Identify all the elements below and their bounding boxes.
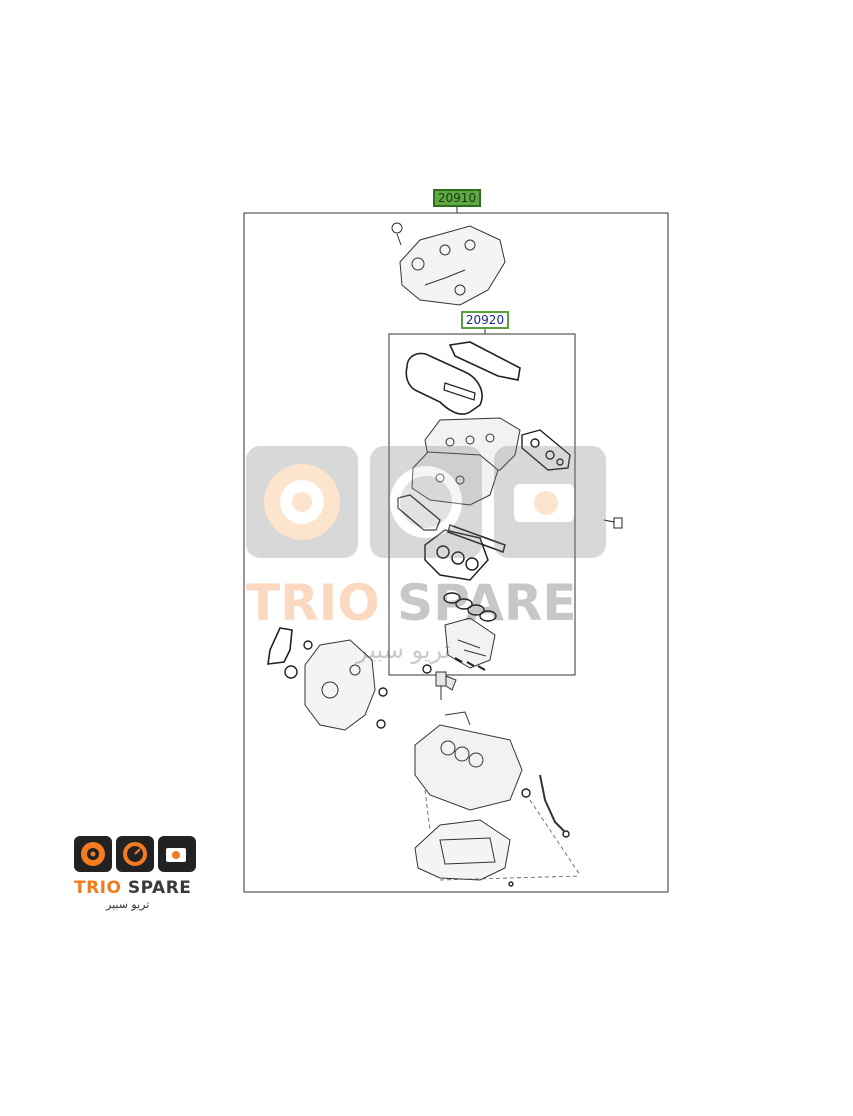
intake-manifold-part (444, 617, 496, 669)
cylinder-head-part (411, 417, 521, 506)
logo-brand: TRIO SPARE (74, 878, 191, 898)
small-seals (284, 640, 570, 887)
head-gaskets (424, 524, 506, 581)
diagram-inner-frame (388, 333, 576, 676)
oil-pan-part (414, 819, 511, 881)
oil-control-valve-part (435, 671, 457, 700)
logo-brand-secondary: SPARE (127, 878, 192, 898)
logo-brand-primary: TRIO (74, 878, 122, 898)
engine-block-part (414, 711, 523, 811)
watermark: TRIO SPARE تريو سبير (246, 446, 608, 666)
callout-20920[interactable]: 20920 (461, 311, 509, 329)
intake-manifold-gaskets (443, 592, 497, 622)
exhaust-gaskets (397, 429, 571, 531)
watermark-brand: TRIO SPARE (246, 574, 608, 632)
diagram-outer-frame (243, 212, 669, 893)
brand-logo: TRIO SPARE تريو سبير (74, 836, 198, 912)
watermark-brand-secondary: SPARE (397, 574, 577, 632)
watermark-brand-primary: TRIO (246, 574, 380, 632)
timing-cover-part (304, 639, 376, 731)
seal-markers (454, 517, 623, 671)
logo-arabic: تريو سبير (106, 898, 150, 911)
watermark-arabic: تريو سبير (356, 636, 451, 664)
callout-20910[interactable]: 20910 (433, 189, 481, 207)
dipstick-tube-part (539, 774, 566, 833)
assembly-guide-lines (424, 789, 581, 881)
valve-cover-gaskets (405, 341, 521, 415)
timing-cover-gasket (267, 627, 293, 665)
valve-cover-part (391, 222, 506, 306)
